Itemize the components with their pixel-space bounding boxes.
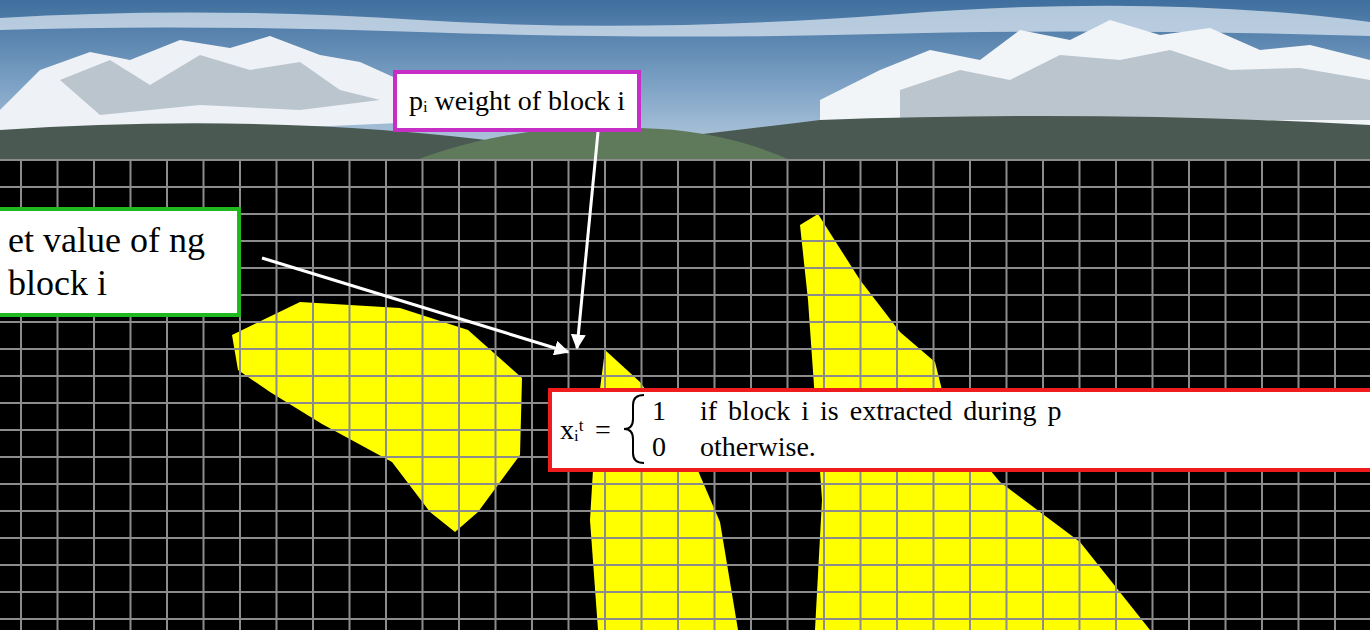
definition-text: 1 (652, 394, 666, 428)
definition-text: xᵢᵗ = (560, 413, 611, 447)
leader-line (262, 258, 568, 352)
brace-symbol (624, 395, 644, 463)
callout-text: pᵢ weight of block i (409, 84, 625, 118)
definition-text: 0 (652, 430, 666, 464)
definition-box: xᵢᵗ = 1 if block i is extracted during p 0o… (548, 388, 1370, 472)
mountain-shade (900, 50, 1370, 120)
callout-box: pᵢ weight of block i (393, 70, 641, 132)
definition-text: if block i is extracted during p (700, 394, 1061, 428)
cloud-band (0, 6, 1370, 37)
callout-text: et value of ng block i (8, 219, 223, 305)
definition-text: otherwise. (700, 430, 816, 464)
mountain-shade (60, 55, 380, 115)
sky (0, 0, 1370, 175)
callout-box: et value of ng block i (0, 207, 241, 317)
leader-line (577, 132, 598, 348)
